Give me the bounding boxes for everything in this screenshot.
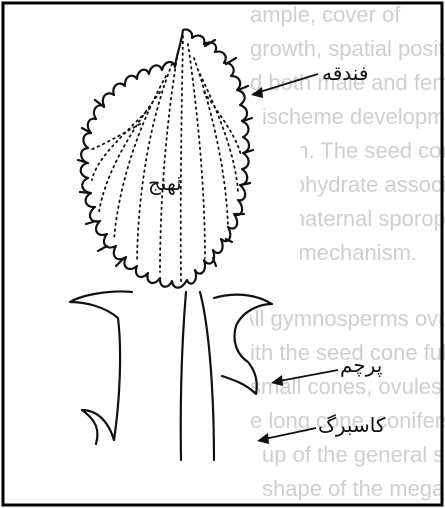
sterile-bract-arrowhead <box>257 433 269 444</box>
bract-label: پرچم <box>340 353 382 378</box>
background-line: up of the general shape of berry <box>262 442 445 467</box>
sterile-bract-label: کاسبرگ <box>318 413 386 437</box>
label-nucellus: نهنج ⋮ <box>148 171 186 195</box>
background-line: ischeme development is also <box>262 104 445 129</box>
background-line: shape of the megaphylls. However <box>262 476 445 501</box>
background-line: All gymnosperms ovule bearing <box>240 306 445 331</box>
background-line: growth, spatial position varies under <box>250 36 445 61</box>
background-line: ample, cover of <box>250 2 401 27</box>
nucellus-dots: ⋮ <box>172 175 186 191</box>
scale-label: فندقه <box>322 61 368 85</box>
